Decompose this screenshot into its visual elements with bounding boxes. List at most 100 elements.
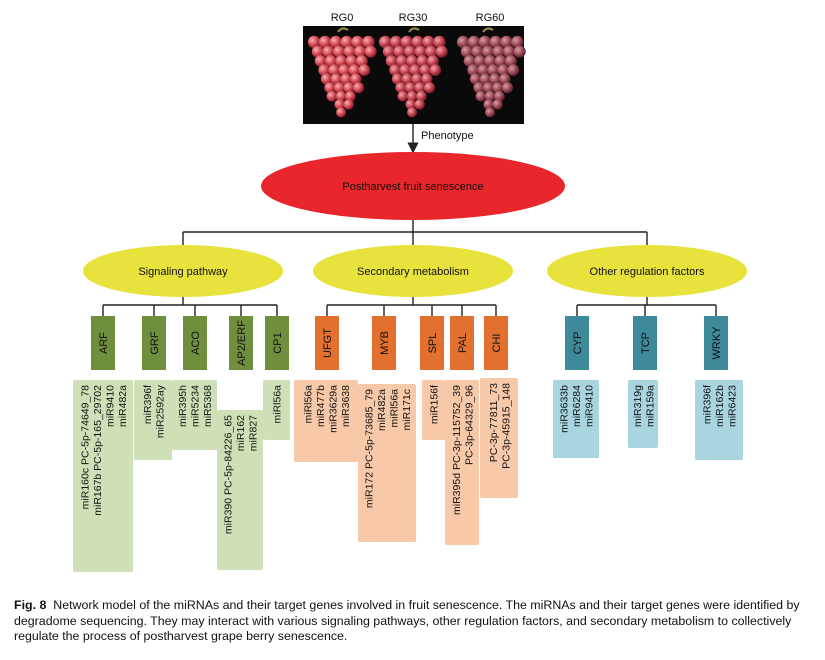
gene-label: AP2/ERF — [236, 320, 248, 366]
mirna-label: miR6423 — [727, 385, 739, 427]
mirna-label: miR5234 — [190, 385, 202, 427]
mirna-label: miR5368 — [202, 385, 214, 427]
gene-label: ACO — [190, 331, 202, 355]
gene-label: WRKY — [711, 326, 723, 360]
photo-label-rg30: RG30 — [399, 12, 428, 24]
gene-label: MYB — [379, 331, 391, 355]
grape-bunch-rg0 — [307, 27, 377, 118]
gene-label: CHI — [491, 334, 503, 353]
gene-box — [91, 316, 115, 370]
mirna-label: miR9410 — [104, 385, 116, 427]
mirna-box — [553, 380, 599, 458]
mirna-label: miRl56a — [272, 385, 284, 424]
mirna-label: miR171c — [401, 389, 413, 430]
category-ellipse — [547, 245, 747, 297]
mirna-label: miR159a — [644, 385, 656, 427]
grape-bunch-rg60 — [456, 27, 526, 118]
figure-caption: Fig. 8 Network model of the miRNAs and t… — [14, 598, 814, 645]
category-node: Other regulation factors — [547, 245, 747, 297]
mirna-label: miR827 — [248, 415, 260, 451]
mirna-label: miR2592ay — [154, 384, 166, 438]
mirna-label: miR395h — [177, 385, 189, 427]
mirna-label: miR390 PC-5p-84226_65 — [223, 415, 235, 534]
mirna-label: miR172 PC-5p-73685_79 — [363, 389, 375, 508]
category-label: Secondary metabolism — [357, 266, 469, 278]
mirna-box — [134, 380, 172, 460]
gene-box — [420, 316, 444, 370]
gene-label: PAL — [457, 333, 469, 353]
mirna-label: miR162 — [235, 415, 247, 451]
phenotype-label: Phenotype — [421, 130, 474, 142]
mirna-box — [422, 380, 445, 440]
gene-label: CYP — [572, 332, 584, 355]
gene-box — [633, 316, 657, 370]
gene-box — [265, 316, 289, 370]
mirna-label: miR162b — [714, 385, 726, 427]
mirna-label: miR160c PC-5p-74649_78 — [79, 385, 91, 509]
category-label: Signaling pathway — [138, 266, 228, 278]
gene-box — [183, 316, 207, 370]
mirna-box — [480, 378, 518, 498]
gene-box — [484, 316, 508, 370]
category-ellipse — [83, 245, 283, 297]
connectors — [102, 220, 717, 316]
root-node: Postharvest fruit senescence — [261, 152, 565, 220]
mirna-label: miR3633b — [559, 385, 571, 433]
mirna-label: miRl56a — [302, 385, 314, 424]
gene-box — [372, 316, 396, 370]
gene-box — [142, 316, 166, 370]
mirna-box — [263, 380, 290, 440]
photo-label-rg60: RG60 — [476, 12, 505, 24]
mirna-label: miR319g — [632, 385, 644, 427]
caption-text: Network model of the miRNAs and their ta… — [14, 598, 800, 643]
grape-photo-panel: RG0 RG30 RG60 — [303, 12, 526, 124]
network-diagram: RG0 RG30 RG60 Phenotype Postharvest frui… — [73, 12, 747, 572]
root-ellipse — [261, 152, 565, 220]
gene-label: GRF — [149, 331, 161, 355]
category-ellipse — [313, 245, 513, 297]
mirna-label: PC-3p-77811_73 — [488, 383, 500, 462]
mirna-label: miR477b — [315, 385, 327, 427]
mirna-label: miR396f — [702, 385, 714, 424]
gene-box — [565, 316, 589, 370]
mirna-label: miR396f — [142, 385, 154, 424]
mirna-box — [73, 380, 133, 572]
root-label: Postharvest fruit senescence — [342, 181, 483, 193]
mirna-box — [445, 380, 479, 545]
gene-node: CP1 miRl56a — [263, 316, 290, 440]
gene-label: TCP — [640, 332, 652, 354]
mirna-label: miR482a — [376, 389, 388, 431]
caption-fig-label: Fig. 8 — [14, 598, 47, 612]
mirna-label: miR482a — [117, 385, 129, 427]
mirna-box — [294, 380, 358, 462]
gene-label: ARF — [98, 332, 110, 354]
mirna-label: PC-3p-64329_96 — [463, 385, 475, 465]
gene-label: UFGT — [322, 328, 334, 358]
grape-bunch-rg30 — [378, 27, 448, 118]
mirna-box — [172, 380, 217, 450]
mirna-box — [358, 384, 416, 542]
gene-label: CP1 — [272, 332, 284, 353]
mirna-box — [695, 380, 743, 460]
mirna-box — [217, 410, 263, 570]
mirna-label: miR6284 — [571, 385, 583, 427]
mirna-label: miR3638 — [340, 385, 352, 427]
category-nodes: Signaling pathway Secondary metabolism Oth… — [83, 245, 747, 297]
mirna-box — [628, 380, 658, 448]
gene-box — [315, 316, 339, 370]
mirna-label: miR395d PC-3p-115752_39 — [451, 385, 463, 515]
mirna-label: miR9410 — [584, 385, 596, 427]
mirna-label: miRl56a — [388, 389, 400, 428]
